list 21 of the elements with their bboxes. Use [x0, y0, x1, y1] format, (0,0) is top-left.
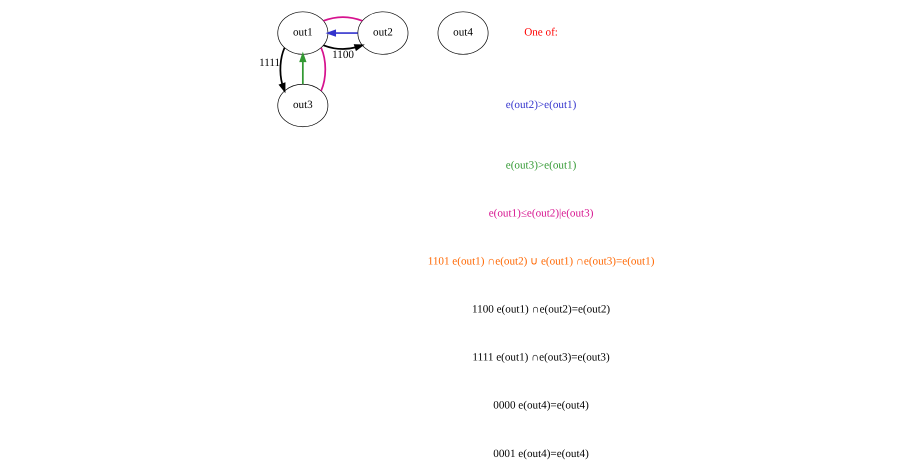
label: 1101 e(out1) ∩e(out2) ∪ e(out1) ∩e(out3)=e(out1) [427, 255, 654, 268]
label: 0000 e(out4)=e(out4) [492, 399, 588, 412]
node-ellipse: out4 [437, 10, 488, 54]
arrow [322, 44, 364, 51]
connector [320, 46, 326, 91]
arrow [298, 51, 306, 84]
label: e(out3)>e(out1) [505, 158, 576, 171]
arrow [278, 46, 285, 93]
node-ellipse: out3 [276, 83, 328, 127]
label: e(out1)≤e(out2)|e(out3) [488, 206, 593, 219]
label: e(out2)>e(out1) [505, 98, 576, 111]
connector [322, 16, 362, 22]
arrow [325, 28, 358, 36]
label: 0001 e(out4)=e(out4) [492, 447, 588, 460]
node-ellipse: out1 [276, 10, 328, 54]
node-ellipse: out2 [357, 10, 408, 54]
label: 1111 e(out1) ∩e(out3)=e(out3) [472, 351, 610, 364]
edge-label: 1100 [332, 48, 354, 60]
edge-label: 1111 [258, 56, 280, 68]
label: One of: [524, 26, 558, 38]
label: 1100 e(out1) ∩e(out2)=e(out2) [472, 303, 610, 316]
